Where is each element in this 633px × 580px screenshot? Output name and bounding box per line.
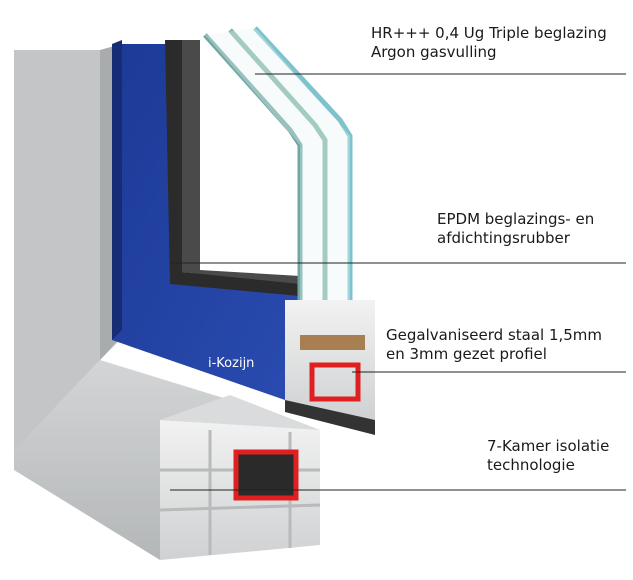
annotation-glazing-line-1: HR+++ 0,4 Ug Triple beglazing: [371, 24, 607, 43]
annotation-epdm-line-1: EPDM beglazings- en: [437, 210, 594, 229]
annotation-chamber-line-1: 7-Kamer isolatie: [487, 437, 609, 456]
brand-watermark: i-Kozijn: [208, 356, 254, 371]
annotation-steel-line-1: Gegalvaniseerd staal 1,5mm: [386, 326, 602, 345]
frame-steel-reinforcement: [236, 452, 296, 498]
annotation-chamber-line-2: technologie: [487, 456, 609, 475]
sash-blue-shadow: [112, 40, 122, 340]
annotation-glazing: HR+++ 0,4 Ug Triple beglazing Argon gasv…: [371, 24, 607, 62]
annotation-epdm-line-2: afdichtingsrubber: [437, 229, 594, 248]
annotation-chamber: 7-Kamer isolatie technologie: [487, 437, 609, 475]
annotation-steel: Gegalvaniseerd staal 1,5mm en 3mm gezet …: [386, 326, 602, 364]
sash-pvc-profile: [285, 300, 375, 420]
spacer-block: [300, 335, 365, 350]
annotation-steel-line-2: en 3mm gezet profiel: [386, 345, 602, 364]
annotation-glazing-line-2: Argon gasvulling: [371, 43, 607, 62]
annotation-epdm: EPDM beglazings- en afdichtingsrubber: [437, 210, 594, 248]
